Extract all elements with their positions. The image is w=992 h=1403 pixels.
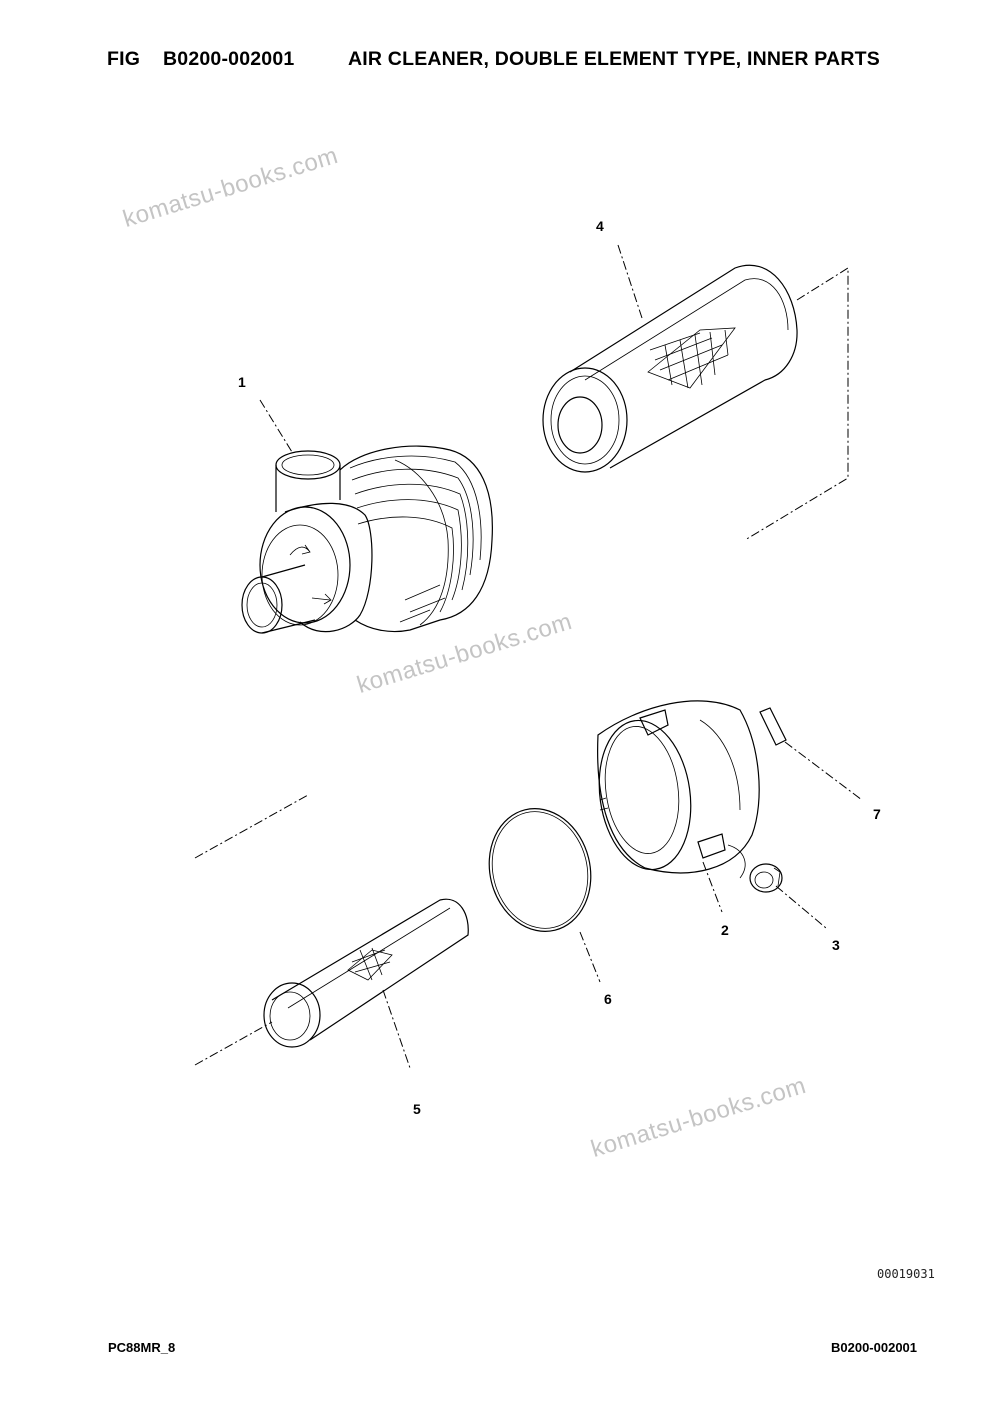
- footer-model: PC88MR_8: [108, 1340, 176, 1355]
- part-2-cover: [597, 700, 760, 879]
- footer-fig-ref: B0200-002001: [831, 1340, 918, 1355]
- fig-number: B0200-002001: [163, 48, 295, 70]
- leader-lines: [259, 244, 863, 1069]
- part-1-air-cleaner-body: [241, 445, 493, 634]
- part-5-inner-element: [263, 898, 469, 1048]
- callout-7: 7: [873, 806, 881, 822]
- callout-5: 5: [413, 1101, 421, 1117]
- drawing-id: 00019031: [877, 1267, 935, 1281]
- callout-2: 2: [721, 922, 729, 938]
- callout-6: 6: [604, 991, 612, 1007]
- callout-4: 4: [596, 218, 604, 234]
- part-6-o-ring: [488, 808, 592, 932]
- callout-3: 3: [832, 937, 840, 953]
- part-3-valve: [749, 863, 783, 893]
- center-lines: [194, 267, 849, 1066]
- fig-label: FIG: [107, 48, 141, 70]
- part-4-outer-element: [542, 264, 798, 473]
- part-7-strip: [759, 707, 787, 746]
- page-title: AIR CLEANER, DOUBLE ELEMENT TYPE, INNER …: [348, 48, 880, 70]
- callout-1: 1: [238, 374, 246, 390]
